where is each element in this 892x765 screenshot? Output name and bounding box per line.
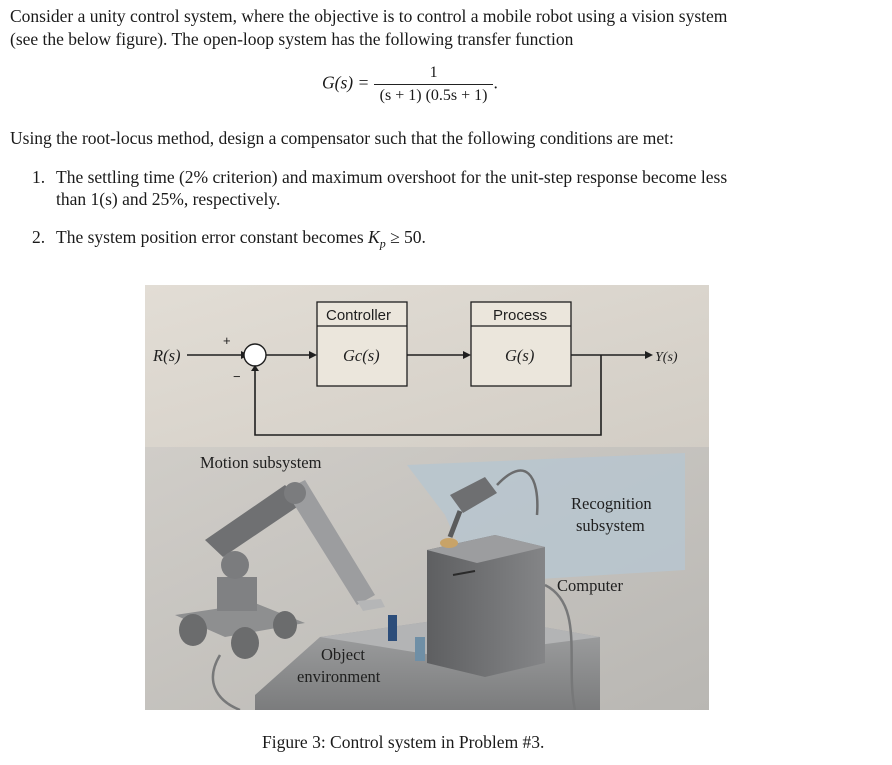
- recognition-label-line-1: Recognition: [571, 494, 652, 513]
- condition-2-text-before: The system position error constant becom…: [56, 227, 369, 247]
- equation-trailing: .: [493, 72, 498, 93]
- robot-scene: Motion subsystem Recognition subsystem C…: [175, 453, 685, 710]
- computer-body: [427, 535, 545, 677]
- intro-line-1: Consider a unity control system, where t…: [10, 6, 728, 26]
- intro-line-2: (see the below figure). The open-loop sy…: [10, 29, 574, 49]
- object-label-line-1: Object: [321, 645, 365, 664]
- object-label-line-2: environment: [297, 667, 381, 686]
- process-tf: G(s): [505, 346, 534, 365]
- design-statement: Using the root-locus method, design a co…: [10, 128, 674, 148]
- computer-label: Computer: [557, 576, 623, 595]
- robot-wheel-left: [179, 614, 207, 646]
- motion-subsystem-label: Motion subsystem: [200, 453, 322, 472]
- controller-block: [316, 301, 408, 387]
- robot-platform: [175, 603, 305, 637]
- computer-top: [427, 535, 545, 563]
- equation-fraction: 1 (s + 1) (0.5s + 1): [373, 64, 494, 105]
- camera-lens: [440, 538, 458, 548]
- camera-mount: [447, 510, 463, 538]
- robot-upper-arm: [205, 485, 303, 557]
- robot-cable: [211, 654, 241, 710]
- robot-torso: [217, 577, 257, 611]
- condition-2-math: K: [368, 227, 380, 247]
- equation-denominator: (s + 1) (0.5s + 1): [379, 87, 488, 104]
- camera-cable: [496, 469, 539, 516]
- robot-gripper: [357, 599, 385, 611]
- diagram-background: [145, 285, 709, 447]
- robot-wheel-front: [231, 627, 259, 659]
- cylinder-object: [415, 637, 425, 661]
- output-arrowhead: [645, 351, 653, 359]
- block-diagram: R(s) + − Controller Gc(s) Process G(s) Y…: [152, 301, 678, 436]
- equation-numerator: 1: [373, 64, 494, 85]
- summing-junction: [243, 343, 267, 367]
- figure-caption: Figure 3: Control system in Problem #3.: [262, 732, 545, 752]
- output-label: Y(s): [655, 350, 678, 365]
- figure-svg: R(s) + − Controller Gc(s) Process G(s) Y…: [145, 285, 709, 710]
- robot-forearm: [285, 480, 375, 605]
- plus-sign: +: [223, 333, 231, 348]
- controller-arrowhead: [309, 351, 317, 359]
- figure-block-diagram-photo: R(s) + − Controller Gc(s) Process G(s) Y…: [145, 285, 709, 710]
- intro-paragraph: Consider a unity control system, where t…: [10, 5, 860, 51]
- process-title: Process: [493, 307, 547, 324]
- minus-sign: −: [233, 369, 241, 384]
- recognition-label-line-2: subsystem: [576, 516, 645, 535]
- robot-elbow-joint: [284, 482, 306, 504]
- blue-object: [388, 615, 397, 641]
- condition-2-text-after: ≥ 50.: [385, 227, 426, 247]
- condition-number: 1.: [32, 167, 46, 187]
- condition-item-1: 1. The settling time (2% criterion) and …: [32, 166, 852, 210]
- condition-2-subscript: p: [379, 236, 386, 251]
- input-label: R(s): [152, 346, 181, 365]
- feedback-arrowhead: [251, 365, 259, 371]
- controller-tf: Gc(s): [343, 346, 380, 365]
- equation-lhs: G(s) =: [322, 72, 370, 93]
- camera-body: [450, 477, 497, 513]
- computer-slot: [452, 570, 476, 576]
- computer-cable: [544, 583, 577, 710]
- process-block: [470, 301, 572, 387]
- process-arrowhead: [463, 351, 471, 359]
- robot-wheel-right: [273, 611, 297, 639]
- controller-title: Controller: [326, 307, 391, 324]
- transfer-function-equation: G(s) = 1 (s + 1) (0.5s + 1) .: [322, 64, 498, 105]
- robot-shoulder-joint: [221, 551, 249, 579]
- feedback-path: [254, 355, 602, 436]
- condition-1-line-1: The settling time (2% criterion) and max…: [56, 167, 728, 187]
- conditions-list: 1. The settling time (2% criterion) and …: [32, 166, 852, 255]
- condition-number: 2.: [32, 227, 46, 247]
- condition-1-line-2: than 1(s) and 25%, respectively.: [56, 189, 281, 209]
- condition-item-2: 2. The system position error constant be…: [32, 226, 852, 255]
